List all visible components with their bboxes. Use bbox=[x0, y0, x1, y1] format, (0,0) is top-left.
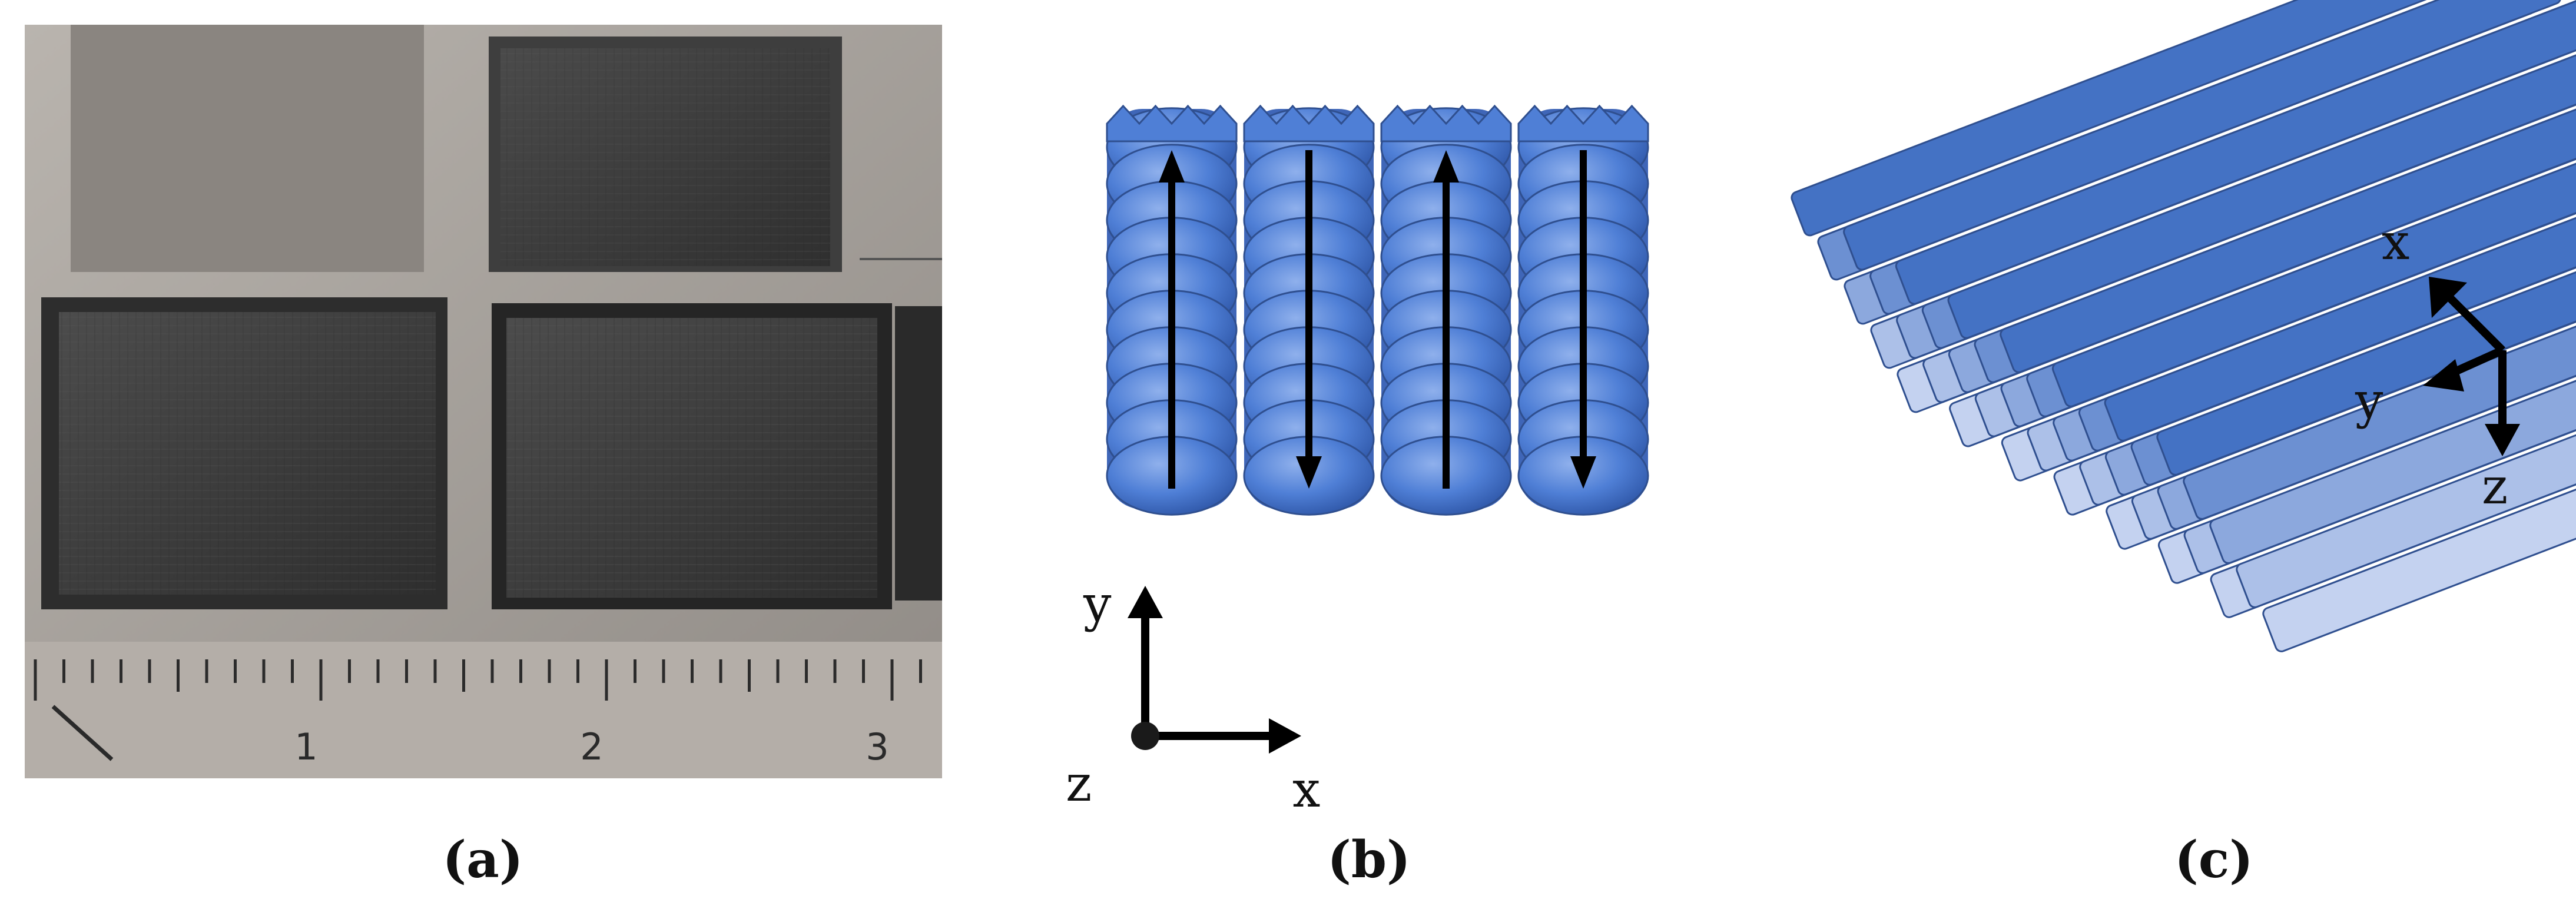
scan-strip bbox=[2262, 341, 2576, 652]
scan-arrow-head bbox=[1433, 150, 1459, 183]
ruler-number-3: 3 bbox=[866, 725, 888, 768]
axis-label-z: z bbox=[2482, 457, 2508, 515]
sample-pocket-edge bbox=[895, 306, 942, 601]
sample-top-left bbox=[71, 25, 424, 272]
scan-strip bbox=[2051, 96, 2576, 407]
ruler bbox=[25, 642, 942, 778]
panel-a-label: (a) bbox=[442, 830, 523, 890]
scan-strip bbox=[1843, 0, 2562, 271]
scan-track-columns bbox=[1106, 104, 1649, 516]
scan-arrow-head bbox=[1570, 456, 1596, 489]
z-axis-dot bbox=[1131, 722, 1159, 750]
scan-strip bbox=[2209, 253, 2576, 564]
scan-arrow-head bbox=[1159, 150, 1185, 183]
panel-b-scan-pattern: y x z bbox=[1066, 104, 1649, 818]
track-start-edge bbox=[1380, 104, 1512, 142]
panel-c-label: (c) bbox=[2174, 830, 2253, 890]
scan-strip bbox=[2156, 164, 2576, 476]
track-start-edge bbox=[1517, 104, 1649, 142]
scan-strip bbox=[2000, 61, 2576, 373]
ruler-ticks bbox=[34, 659, 922, 701]
scan-arrow-head bbox=[1296, 456, 1322, 489]
panel-b-label: (b) bbox=[1327, 830, 1411, 890]
scan-strip bbox=[2183, 208, 2576, 520]
axis-label-x: x bbox=[2382, 213, 2409, 271]
panel-c-axes: x y z bbox=[2355, 213, 2520, 515]
scan-strip bbox=[1791, 0, 2509, 237]
panel-b-axes: y x z bbox=[1066, 575, 1320, 818]
axis-label-y: y bbox=[2355, 372, 2383, 430]
x-axis-arrow bbox=[2441, 288, 2505, 353]
panel-a-photo: 1 2 3 bbox=[25, 25, 942, 778]
scan-strip bbox=[1947, 27, 2576, 339]
track-start-edge bbox=[1243, 104, 1375, 142]
panel-c-layer-stack: x y z bbox=[1791, 0, 2576, 652]
ruler-number-2: 2 bbox=[580, 725, 603, 768]
scan-strip bbox=[1895, 0, 2576, 305]
track-start-edge bbox=[1106, 104, 1238, 142]
scan-track-4 bbox=[1517, 104, 1649, 516]
layer-1 bbox=[1791, 0, 2576, 476]
scan-strip bbox=[2236, 297, 2576, 608]
ruler-number-1: 1 bbox=[294, 725, 317, 768]
axis-label-z: z bbox=[1066, 755, 1092, 812]
axis-label-x: x bbox=[1292, 761, 1320, 818]
axis-label-y: y bbox=[1083, 575, 1112, 633]
scan-direction-arrows bbox=[1159, 150, 1596, 489]
